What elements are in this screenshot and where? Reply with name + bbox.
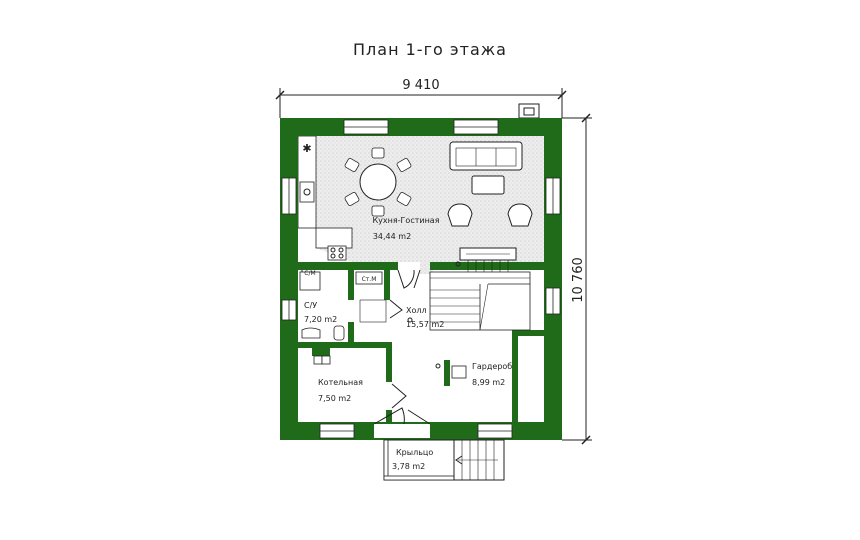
room-name-porch: Крыльцо [396, 448, 433, 457]
dimension-height-label: 10 760 [571, 257, 586, 303]
staircase [429, 260, 531, 331]
doors [301, 269, 431, 425]
room-name-bathroom: С/У [304, 301, 317, 310]
living-furniture [447, 141, 533, 261]
room-area-wardrobe: 8,99 m2 [472, 378, 505, 387]
closet-label: Ст.М [362, 276, 377, 283]
dimension-width-label: 9 410 [402, 78, 439, 93]
boiler-icon [313, 355, 323, 365]
dimension-top: 9 410 [275, 78, 567, 118]
bathtub-icon [299, 271, 321, 291]
closet-box [355, 271, 383, 285]
bathroom-fixtures: С/М Ст.М [299, 270, 387, 341]
armchair-icon [507, 203, 533, 227]
washbasin-icon [301, 327, 321, 339]
windows [281, 119, 561, 439]
toilet-icon [333, 325, 345, 341]
room-name-wardrobe: Гардероб [472, 362, 512, 371]
sink-icon [299, 181, 315, 203]
kitchen-fixtures: ✱ [299, 142, 347, 261]
coffee-table-icon [471, 175, 505, 195]
room-name-hall: Холл [406, 306, 427, 315]
stove-icon: ✱ [302, 142, 311, 155]
room-labels: Кухня-Гостиная 34,44 m2 Холл 15,57 m2 С/… [304, 216, 512, 471]
room-area-hall: 15,57 m2 [406, 320, 444, 329]
porch [383, 439, 505, 481]
armchair-icon [447, 203, 473, 227]
room-area-porch: 3,78 m2 [392, 462, 425, 471]
boiler-fixtures [313, 355, 331, 365]
room-area-kitchen-living: 34,44 m2 [373, 232, 411, 241]
wardrobe-rack [451, 365, 467, 379]
washer-label: С/М [304, 270, 315, 277]
room-area-bathroom: 7,20 m2 [304, 315, 337, 324]
dimension-right: 10 760 [562, 113, 592, 445]
dining-table [344, 147, 412, 217]
room-name-boiler: Котельная [318, 378, 363, 387]
cooktop-icon [327, 245, 347, 261]
chimney [518, 103, 540, 119]
plan-title: План 1-го этажа [353, 40, 507, 59]
room-area-boiler: 7,50 m2 [318, 394, 351, 403]
sofa-icon [449, 141, 523, 171]
interior-walls [298, 262, 544, 426]
room-name-kitchen-living: Кухня-Гостиная [372, 216, 439, 225]
